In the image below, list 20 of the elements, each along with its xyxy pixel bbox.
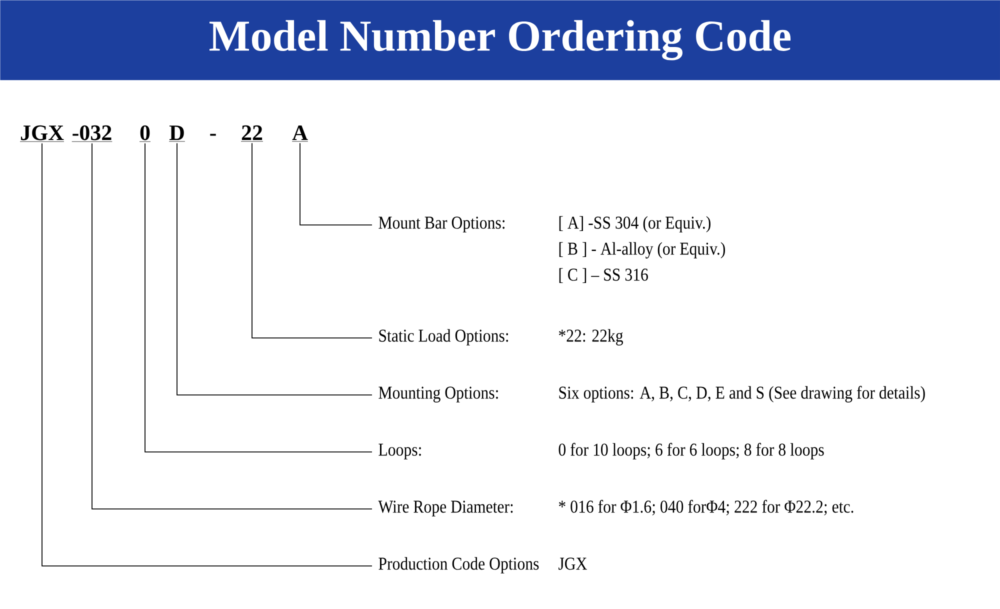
option-description: Wire Rope Diameter: * 016 for Φ1.6; 040 forΦ4; 222 for Φ22.2; etc. [378,500,854,516]
leader-line [42,142,372,566]
code-segment: A [292,125,308,142]
leader-line [252,142,372,338]
code-segment: 0 [139,125,151,142]
separator-dash: - [210,134,216,136]
code-segment: JGX [20,125,64,142]
leader-line [92,142,372,510]
option-description: Loops: 0 for 10 loops; 6 for 6 loops; 8 for 8 loops [378,442,824,460]
code-segment: -032 [72,125,112,142]
code-segment: D [168,126,186,142]
option-description: Production Code Options JGX [378,557,587,574]
title-banner: Model Number Ordering Code [0,0,1000,80]
code-segment: 22 [240,125,264,142]
option-description: Mount Bar Options: [ A] -SS 304 (or Equiv.) [ B ] - Al-alloy (or Equiv.) [ C ] – SS 316 [378,216,725,283]
leader-line [176,142,372,396]
option-description: Mounting Options: Six options: A, B, C, D, E and S (See drawing for details) [378,386,925,402]
leader-line [144,142,372,452]
option-description: Static Load Options: *22: 22kg [379,329,624,346]
leader-line [300,142,372,226]
